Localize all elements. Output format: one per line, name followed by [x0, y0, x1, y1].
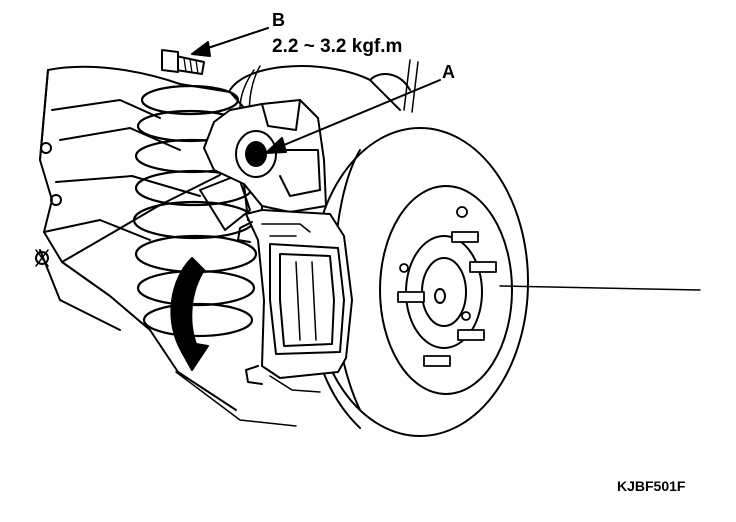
rotation-arrow-icon — [170, 257, 209, 371]
torque-spec: 2.2 ~ 3.2 kgf.m — [272, 36, 403, 57]
figure-code: KJBF501F — [617, 478, 686, 494]
label-b: B — [272, 10, 285, 30]
label-a: A — [442, 62, 455, 82]
caliper-and-pads — [237, 209, 353, 393]
leader-arrow-b — [191, 27, 269, 57]
bolt-b — [161, 49, 205, 75]
wheel-studs — [397, 206, 497, 367]
leader-arrow-a — [265, 79, 441, 154]
brake-disc — [306, 127, 529, 437]
axle-line — [499, 285, 701, 291]
